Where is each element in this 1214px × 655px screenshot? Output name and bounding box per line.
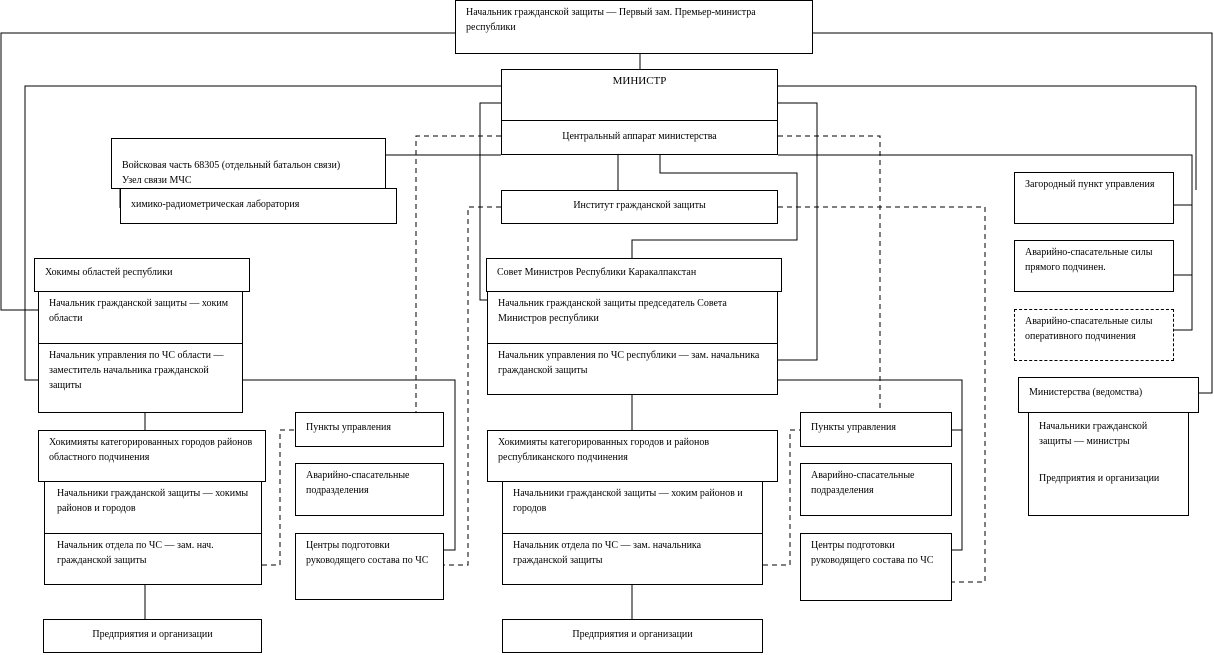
council-control-points-text: Пункты управления (811, 422, 896, 433)
dashed-connector (444, 206, 501, 566)
connector (243, 379, 456, 551)
civil-defense-head-box: Начальник гражданской защиты — Первый за… (455, 0, 813, 54)
regional-training-centers-text: Центры подготовки руководящего состава п… (306, 540, 429, 566)
regional-city-dept-box: Начальник отдела по ЧС — зам. нач. гражд… (44, 533, 262, 585)
connector (778, 102, 818, 361)
lab-text: химико-радиометрическая лаборатория (131, 199, 300, 210)
regional-civil-head-box: Начальник гражданской защиты — хоким обл… (38, 291, 243, 344)
connector (24, 85, 501, 381)
council-city-civil-heads-text: Начальники гражданской защиты — хоким ра… (513, 488, 743, 514)
regional-city-civil-heads-text: Начальники гражданской защиты — хокимы р… (57, 488, 249, 514)
regional-khokims-box: Хокимы областей республики (34, 258, 250, 292)
rescue-operational-box: Аварийно-спасательные силы оперативного … (1014, 309, 1174, 361)
military-unit-box: Войсковая часть 68305 (отдельный батальо… (111, 138, 386, 189)
ministries-box: Министерства (ведомства) (1018, 377, 1199, 413)
dashed-connector (262, 429, 295, 566)
regional-enterprises-box: Предприятия и организации (43, 619, 262, 653)
council-enterprises-box: Предприятия и организации (502, 619, 763, 653)
regional-city-khokims-text: Хокимияты категорированных городов район… (49, 437, 253, 463)
regional-city-khokims-box: Хокимияты категорированных городов район… (38, 430, 266, 482)
dashed-connector (763, 429, 800, 566)
regional-rescue-units-box: Аварийно-спасательные подразделения (295, 463, 444, 516)
council-emergency-head-box: Начальник управления по ЧС республики — … (487, 343, 778, 395)
council-city-civil-heads-box: Начальники гражданской защиты — хоким ра… (502, 481, 763, 534)
connector (0, 32, 455, 311)
council-city-khokims-box: Хокимияты категорированных городов и рай… (487, 430, 778, 482)
council-text: Совет Министров Республики Каракалпакста… (497, 267, 697, 278)
dashed-connector (778, 135, 881, 413)
ministries-details-box: Начальники гражданской защиты — министры… (1028, 412, 1189, 516)
dashed-connector (778, 206, 986, 583)
council-box: Совет Министров Республики Каракалпакста… (486, 258, 782, 292)
regional-city-dept-text: Начальник отдела по ЧС — зам. нач. гражд… (57, 540, 214, 566)
institute-text: Институт гражданской защиты (573, 200, 706, 211)
civil-defense-head-text: Начальник гражданской защиты — Первый за… (466, 7, 756, 33)
ministries-text: Министерства (ведомства) (1029, 387, 1143, 398)
council-training-centers-box: Центры подготовки руководящего состава п… (800, 533, 952, 601)
regional-city-civil-heads-box: Начальники гражданской защиты — хокимы р… (44, 481, 262, 534)
suburban-center-box: Загородный пункт управления (1014, 172, 1174, 224)
regional-rescue-units-text: Аварийно-спасательные подразделения (306, 470, 410, 496)
central-apparatus-text: Центральный аппарат министерства (562, 131, 717, 142)
rescue-direct-box: Аварийно-спасательные силы прямого подчи… (1014, 240, 1174, 292)
council-city-khokims-text: Хокимияты категорированных городов и рай… (498, 437, 710, 463)
connector (813, 32, 1213, 394)
council-enterprises-text: Предприятия и организации (572, 629, 693, 640)
suburban-center-text: Загородный пункт управления (1025, 179, 1155, 190)
regional-enterprises-text: Предприятия и организации (92, 629, 213, 640)
council-rescue-units-text: Аварийно-спасательные подразделения (811, 470, 915, 496)
regional-training-centers-box: Центры подготовки руководящего состава п… (295, 533, 444, 600)
regional-control-points-box: Пункты управления (295, 412, 444, 447)
regional-civil-head-text: Начальник гражданской защиты — хоким обл… (49, 298, 229, 324)
council-city-dept-box: Начальник отдела по ЧС — зам. начальника… (502, 533, 763, 585)
rescue-direct-text: Аварийно-спасательные силы прямого подчи… (1025, 247, 1153, 273)
institute-box: Институт гражданской защиты (501, 190, 778, 224)
minister-text: МИНИСТР (612, 75, 667, 87)
council-civil-head-text: Начальник гражданской защиты председател… (498, 298, 727, 324)
regional-khokims-text: Хокимы областей республики (45, 267, 173, 278)
council-city-dept-text: Начальник отдела по ЧС — зам. начальника… (513, 540, 702, 566)
regional-control-points-text: Пункты управления (306, 422, 391, 433)
ministries-heads-text: Начальники гражданской защиты — министры (1039, 421, 1148, 447)
lab-box: химико-радиометрическая лаборатория (120, 188, 397, 224)
ministries-enterprises-text: Предприятия и организации (1039, 473, 1160, 484)
central-apparatus-box: Центральный аппарат министерства (501, 120, 778, 155)
connector (778, 379, 963, 551)
council-emergency-head-text: Начальник управления по ЧС республики — … (498, 350, 760, 376)
regional-emergency-head-text: Начальник управления по ЧС области — зам… (49, 350, 224, 391)
rescue-operational-text: Аварийно-спасательные силы оперативного … (1025, 316, 1153, 342)
council-civil-head-box: Начальник гражданской защиты председател… (487, 291, 778, 344)
council-training-centers-text: Центры подготовки руководящего состава п… (811, 540, 934, 566)
connector (778, 154, 1193, 331)
minister-box: МИНИСТР (501, 69, 778, 121)
dashed-connector (415, 135, 501, 413)
regional-emergency-head-box: Начальник управления по ЧС области — зам… (38, 343, 243, 413)
council-rescue-units-box: Аварийно-спасательные подразделения (800, 463, 952, 516)
council-control-points-box: Пункты управления (800, 412, 952, 447)
military-unit-text: Войсковая часть 68305 (отдельный батальо… (122, 160, 341, 186)
